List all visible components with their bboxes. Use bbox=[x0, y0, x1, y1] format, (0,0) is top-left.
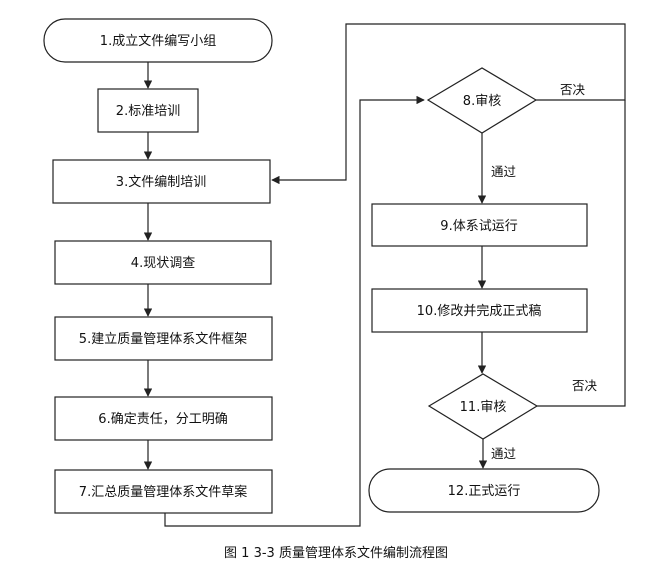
node-4-label: 4.现状调查 bbox=[131, 256, 195, 271]
edge-label-reject-1: 否决 bbox=[560, 82, 586, 97]
node-7-label: 7.汇总质量管理体系文件草案 bbox=[79, 485, 247, 500]
node-6: 6.确定责任，分工明确 bbox=[54, 396, 273, 441]
node-8-label: 8.审核 bbox=[463, 94, 501, 109]
edge-label-reject-2: 否决 bbox=[572, 378, 598, 393]
node-9: 9.体系试运行 bbox=[371, 203, 588, 247]
edge-11-reject bbox=[537, 100, 626, 407]
node-9-label: 9.体系试运行 bbox=[440, 219, 517, 234]
node-5: 5.建立质量管理体系文件框架 bbox=[54, 316, 273, 361]
edge-8-reject-3 bbox=[271, 23, 626, 185]
node-11-label: 11.审核 bbox=[460, 400, 507, 415]
figure-caption: 图 1 3-3 质量管理体系文件编制流程图 bbox=[224, 546, 448, 561]
edge-7-8 bbox=[164, 95, 425, 527]
node-2-label: 2.标准培训 bbox=[116, 103, 180, 119]
node-6-label: 6.确定责任，分工明确 bbox=[98, 412, 227, 427]
node-11: 11.审核 bbox=[427, 373, 539, 440]
node-3-label: 3.文件编制培训 bbox=[116, 174, 206, 190]
node-1-label: 1.成立文件编写小组 bbox=[100, 34, 216, 49]
node-7: 7.汇总质量管理体系文件草案 bbox=[54, 469, 273, 514]
node-12-label: 12.正式运行 bbox=[448, 484, 521, 499]
node-10: 10.修改并完成正式稿 bbox=[371, 288, 588, 333]
edge-label-pass-2: 通过 bbox=[491, 446, 517, 461]
node-4: 4.现状调查 bbox=[54, 240, 272, 285]
node-10-label: 10.修改并完成正式稿 bbox=[417, 303, 542, 319]
node-8: 8.审核 bbox=[426, 67, 538, 134]
node-1: 1.成立文件编写小组 bbox=[43, 18, 273, 63]
node-2: 2.标准培训 bbox=[97, 88, 199, 133]
edge-label-pass-1: 通过 bbox=[491, 164, 517, 179]
node-3: 3.文件编制培训 bbox=[52, 159, 271, 204]
node-12: 12.正式运行 bbox=[368, 468, 600, 513]
node-5-label: 5.建立质量管理体系文件框架 bbox=[79, 332, 247, 347]
